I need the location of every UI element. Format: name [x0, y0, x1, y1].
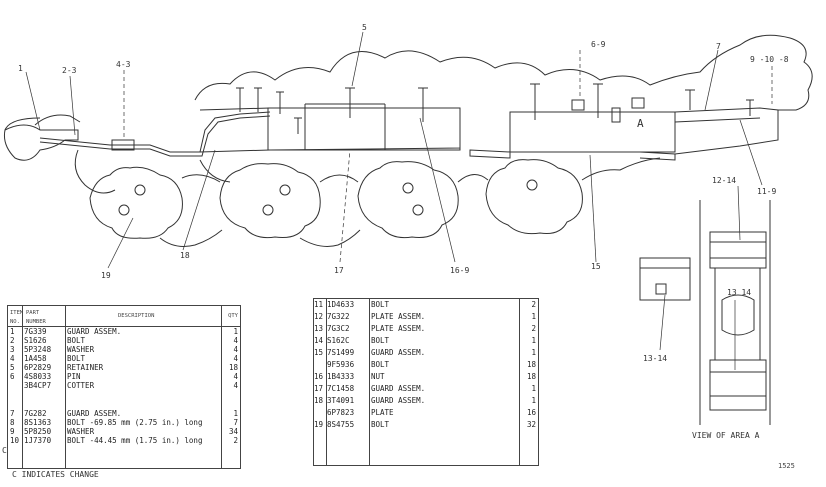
main-guard-body — [199, 103, 779, 161]
callout-15: 15 — [591, 262, 601, 271]
header-description: DESCRIPTION — [118, 313, 155, 319]
figure-number: 1525 — [778, 462, 795, 470]
header-item: ITEM NO. — [10, 310, 24, 325]
callout-4-3: 4-3 — [116, 60, 131, 69]
top-bolts — [236, 83, 754, 134]
callout-12-14: 12-14 — [712, 176, 737, 185]
callout-11-9: 11-9 — [757, 187, 777, 196]
callout-13-14-left: 13-14 — [643, 354, 668, 363]
callout-5: 5 — [362, 23, 367, 32]
exhaust-ports — [89, 157, 661, 247]
header-part-number: PART NUMBER — [26, 310, 46, 325]
change-mark: C — [2, 446, 7, 455]
callout-7: 7 — [716, 42, 721, 51]
callout-area-a: A — [637, 117, 644, 130]
callout-19: 19 — [101, 271, 111, 280]
view-of-area-a-title: VIEW OF AREA A — [692, 431, 760, 440]
left-end-bracket — [4, 114, 81, 161]
callout-1: 1 — [18, 64, 23, 73]
callout-9-10-8: 9 -10 -8 — [750, 55, 789, 64]
change-footnote: C INDICATES CHANGE — [12, 470, 99, 479]
callout-17: 17 — [334, 266, 344, 275]
callout-13-14-right: 13 14 — [727, 288, 752, 297]
engine-outline — [4, 34, 813, 194]
area-a-detail — [639, 200, 771, 425]
table-1-header: ITEM NO. PART NUMBER DESCRIPTION QTY — [8, 306, 240, 327]
header-qty: QTY — [228, 313, 238, 319]
callout-6-9: 6-9 — [591, 40, 606, 49]
callout-16-9: 16-9 — [450, 266, 470, 275]
callout-2-3: 2-3 — [62, 66, 77, 75]
callout-18: 18 — [180, 251, 190, 260]
leader-lines — [25, 31, 773, 370]
